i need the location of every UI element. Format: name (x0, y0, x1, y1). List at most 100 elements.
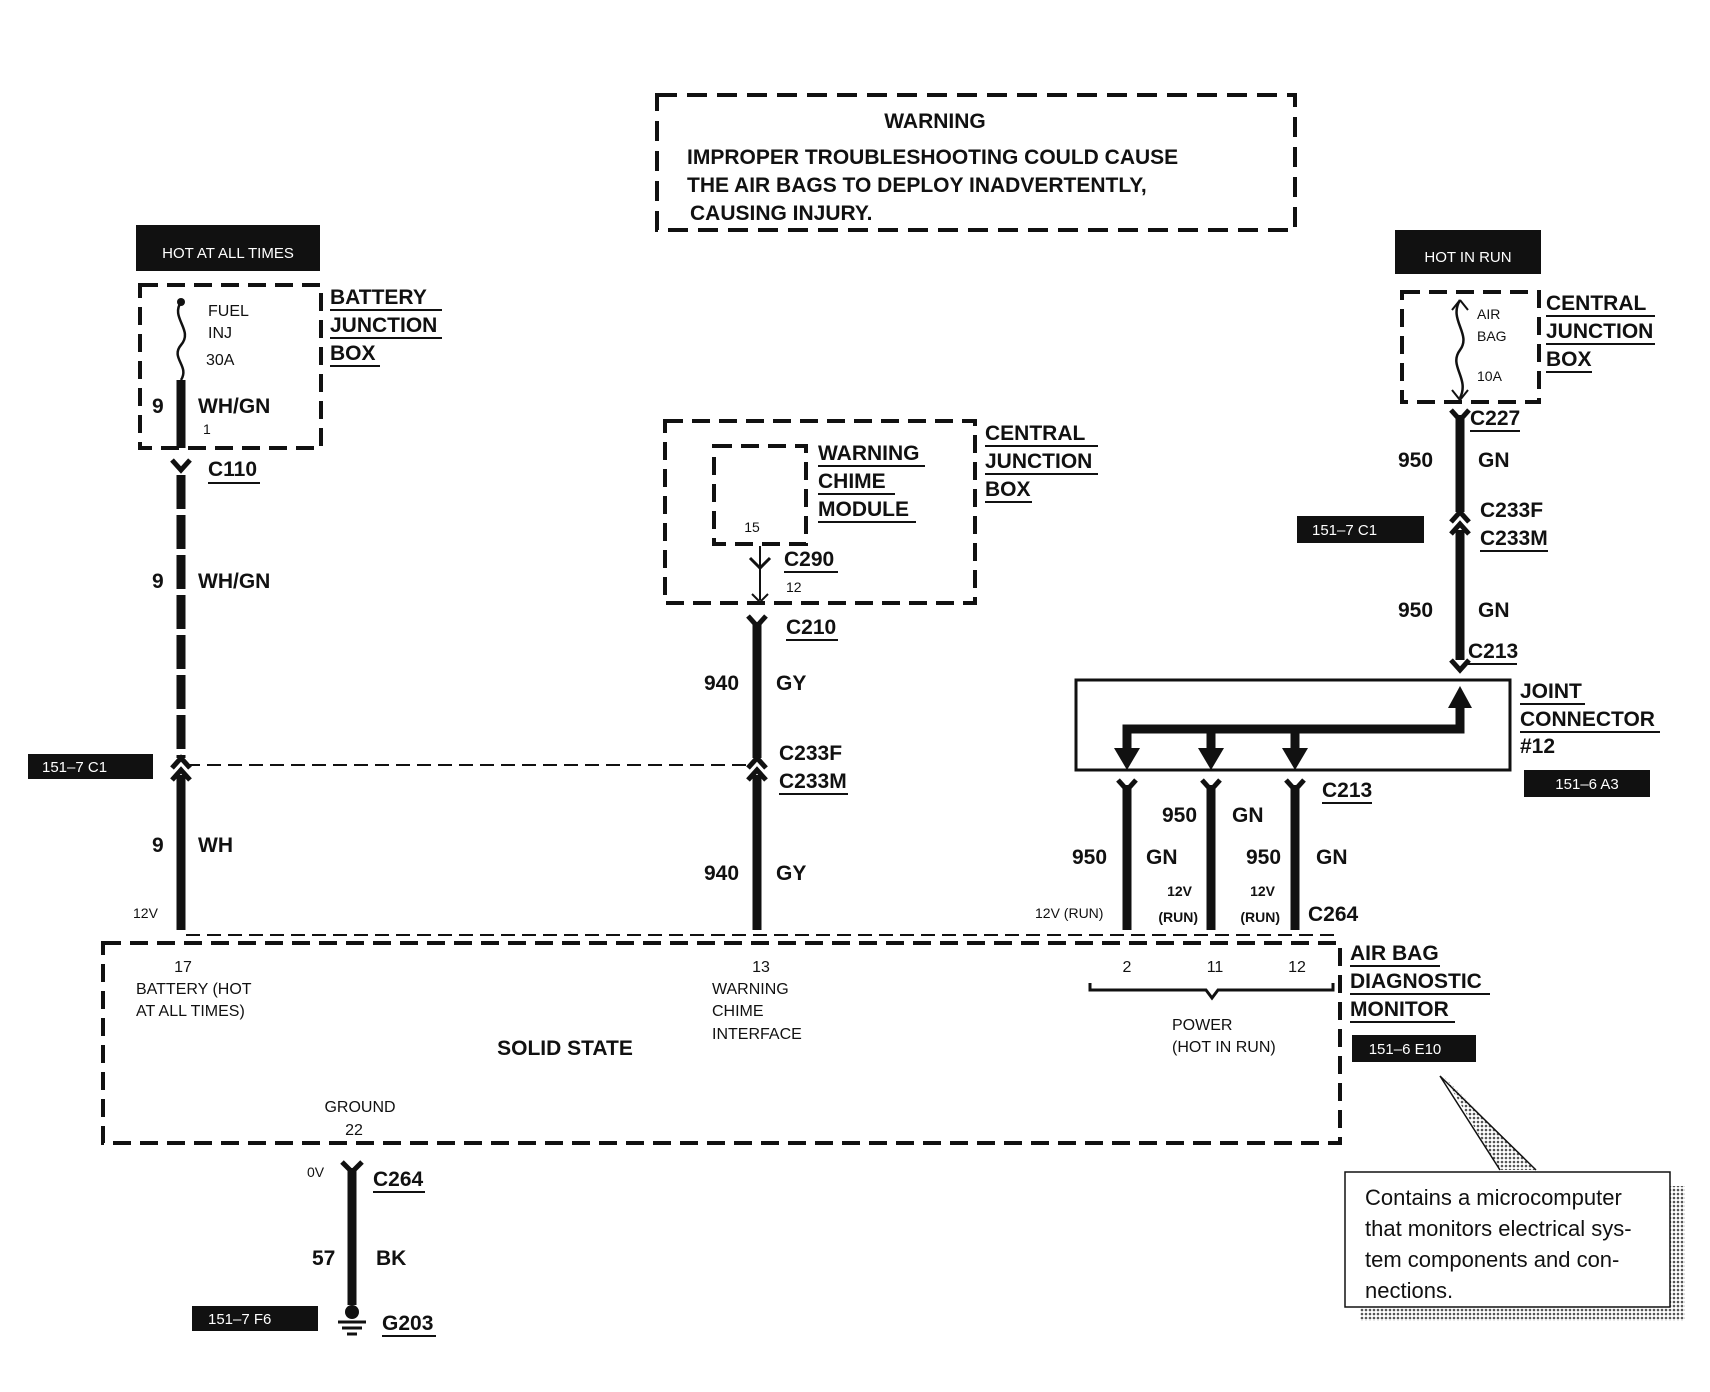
wire-950-number-a: 950 (1072, 846, 1107, 869)
wire-9-color-lower: WH (198, 834, 233, 857)
c213-bottom-label: C213 (1322, 779, 1372, 802)
cjb-mid-label-2: JUNCTION (985, 450, 1092, 473)
wire-950-color-upper: GN (1478, 449, 1510, 472)
c213-top-label: C213 (1468, 640, 1518, 663)
monitor-label-2: DIAGNOSTIC (1350, 970, 1482, 993)
wire-57-color: BK (376, 1247, 406, 1270)
joint-connector-label-2: CONNECTOR (1520, 708, 1655, 731)
wire-950-number-mid: 950 (1398, 599, 1433, 622)
airbag-fuse-label-3: 10A (1477, 368, 1503, 384)
chime-pin-label-3: INTERFACE (712, 1026, 802, 1043)
monitor-ref-tag (1352, 1035, 1476, 1062)
pin-11: 11 (1207, 959, 1224, 976)
callout-box (1344, 1171, 1671, 1308)
wire-57-number: 57 (312, 1247, 335, 1270)
joint-connector-box (1074, 678, 1512, 772)
battery-pin-label-2: AT ALL TIMES) (136, 1003, 245, 1020)
pin-2: 2 (1123, 959, 1132, 976)
hot-in-run-tag (1395, 230, 1541, 274)
bus-arrow-down-2-icon (1198, 748, 1224, 770)
airbag-fuse-label-1: AIR (1477, 306, 1500, 322)
callout-line-4: nections. (1365, 1278, 1453, 1303)
left-ref-label: 151–7 C1 (42, 759, 107, 776)
voltage-b-1: 12V (1167, 883, 1193, 899)
wire-9-number-lower: 9 (152, 834, 164, 857)
c290-label: C290 (784, 548, 834, 571)
wire-950-number-b: 950 (1162, 804, 1197, 827)
hot-at-all-times-tag (136, 225, 320, 271)
chime-module-label-2: CHIME (818, 470, 886, 493)
monitor-label-3: MONITOR (1350, 998, 1449, 1021)
ground-ref-tag (192, 1306, 318, 1331)
callout-line-3: tem components and con- (1365, 1247, 1619, 1272)
chime-module-label-1: WARNING (818, 442, 920, 465)
bus-arrow-up-icon (1448, 686, 1472, 708)
c233m-right-label: C233M (1480, 527, 1548, 550)
bus-arrow-down-1-icon (1114, 748, 1140, 770)
warning-chime-module-outline (712, 444, 808, 546)
ground-circuit: 0V C264 57 BK G203 151–7 F6 (192, 1160, 436, 1337)
battery-junction-box-label-1: BATTERY (330, 286, 427, 309)
ground-pin-label: GROUND (324, 1099, 395, 1116)
airbag-diagnostic-monitor: AIR BAG DIAGNOSTIC MONITOR 151–6 E10 17 … (101, 934, 1490, 1145)
c233m-mid-label: C233M (779, 770, 847, 793)
wire-950-number-c: 950 (1246, 846, 1281, 869)
warning-line-1: IMPROPER TROUBLESHOOTING COULD CAUSE (687, 146, 1178, 169)
battery-junction-box-label-2: JUNCTION (330, 314, 437, 337)
pin-12: 12 (1288, 959, 1306, 976)
c290-connector-icon (748, 556, 772, 571)
wire-950-number-upper: 950 (1398, 449, 1433, 472)
callout-line-2: that monitors electrical sys- (1365, 1216, 1632, 1241)
wire-9-color-upper: WH/GN (198, 570, 270, 593)
c233f-right-label: C233F (1480, 499, 1543, 522)
voltage-a: 12V (RUN) (1035, 905, 1103, 921)
voltage-c-1: 12V (1250, 883, 1276, 899)
airbag-fuse-icon (1455, 299, 1465, 399)
cjb-mid-label-3: BOX (985, 478, 1031, 501)
chime-module-label-3: MODULE (818, 498, 909, 521)
battery-circuit: HOT AT ALL TIMES BATTERY JUNCTION BOX FU… (28, 225, 442, 930)
warning-line-2: THE AIR BAGS TO DEPLOY INADVERTENTLY, (687, 174, 1147, 197)
pin-22: 22 (345, 1122, 363, 1139)
battery-pin-label-1: BATTERY (HOT (136, 981, 252, 998)
airbag-feed-circuit: HOT IN RUN CENTRAL JUNCTION BOX AIR BAG … (1035, 230, 1660, 930)
voltage-b-2: (RUN) (1158, 909, 1198, 925)
c110-label: C110 (208, 458, 257, 481)
joint-ref-label: 151–6 A3 (1555, 776, 1618, 793)
battery-junction-box-outline (138, 283, 323, 450)
c110-connector-icon (170, 458, 192, 474)
battery-junction-box-label-3: BOX (330, 342, 376, 365)
c264-bottom-label: C264 (373, 1168, 424, 1191)
right-ref-label: 151–7 C1 (1312, 522, 1377, 539)
cjb-mid-label-1: CENTRAL (985, 422, 1085, 445)
monitor-label-1: AIR BAG (1350, 942, 1439, 965)
chime-pin-label-2: CHIME (712, 1003, 764, 1020)
pin-17: 17 (174, 959, 192, 976)
monitor-ref-label: 151–6 E10 (1369, 1041, 1442, 1058)
cjb-right-label-3: BOX (1546, 348, 1592, 371)
solid-state-label: SOLID STATE (497, 1037, 633, 1060)
wire-950-color-c: GN (1316, 846, 1348, 869)
pin-13: 13 (752, 959, 770, 976)
c233-right-connector-icon (1449, 508, 1471, 524)
left-ref-tag (28, 754, 153, 779)
wire-950-color-mid: GN (1478, 599, 1510, 622)
joint-connector-label-3: #12 (1520, 735, 1555, 758)
joint-connector-label-1: JOINT (1520, 680, 1582, 703)
airbag-fuse-label-2: BAG (1477, 328, 1507, 344)
callout-line-1: Contains a microcomputer (1365, 1185, 1622, 1210)
callout-pointer (1439, 1075, 1537, 1171)
bus-arrow-down-3-icon (1282, 748, 1308, 770)
chime-pin-label-1: WARNING (712, 981, 789, 998)
monitor-outline (101, 941, 1342, 1145)
wire-950-color-b: GN (1232, 804, 1264, 827)
fuse-label-1: FUEL (208, 303, 249, 320)
cjb-right-label-1: CENTRAL (1546, 292, 1646, 315)
voltage-0v: 0V (307, 1164, 325, 1180)
c213-top-connector-icon (1449, 658, 1471, 674)
inner-wire-color: WH/GN (198, 395, 270, 418)
wire-9-number-upper: 9 (152, 570, 164, 593)
warning-title: WARNING (884, 110, 986, 133)
